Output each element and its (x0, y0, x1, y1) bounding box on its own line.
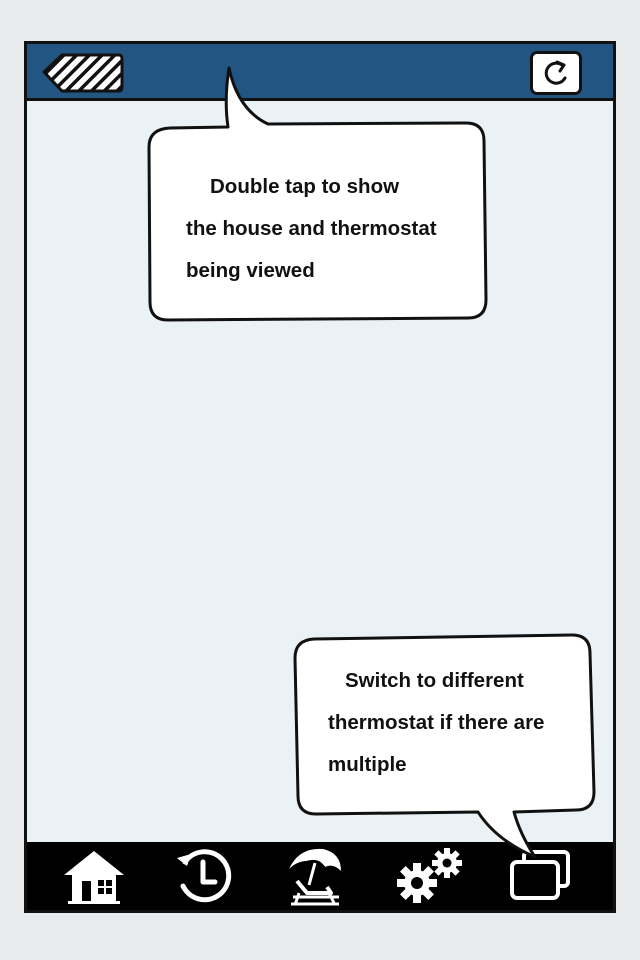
house-callout-line-3: being viewed (186, 259, 315, 282)
back-arrow-icon (42, 53, 124, 93)
history-icon (177, 849, 232, 903)
switch-callout-bubble (293, 633, 596, 859)
home-icon (64, 851, 124, 904)
settings-icon (397, 848, 462, 903)
switch-thermostat-icon (510, 850, 570, 900)
switch-callout-line-1: Switch to different (345, 669, 524, 692)
switch-callout-line-2: thermostat if there are (328, 711, 545, 734)
tab-history[interactable] (163, 842, 243, 910)
switch-callout-line-3: multiple (328, 753, 407, 776)
tab-switch-thermostat[interactable] (501, 842, 581, 910)
house-callout-line-1: Double tap to show (210, 175, 400, 198)
house-callout-bubble (147, 66, 488, 322)
bottom-tab-bar (27, 842, 613, 910)
vacation-icon (289, 848, 341, 906)
refresh-icon (544, 60, 567, 85)
house-callout-line-2: the house and thermostat (186, 217, 437, 240)
top-bar (27, 44, 613, 101)
tab-home[interactable] (54, 842, 134, 910)
tab-vacation[interactable] (275, 842, 355, 910)
tab-settings[interactable] (389, 842, 469, 910)
refresh-button[interactable] (530, 51, 582, 95)
back-button[interactable] (40, 51, 124, 95)
